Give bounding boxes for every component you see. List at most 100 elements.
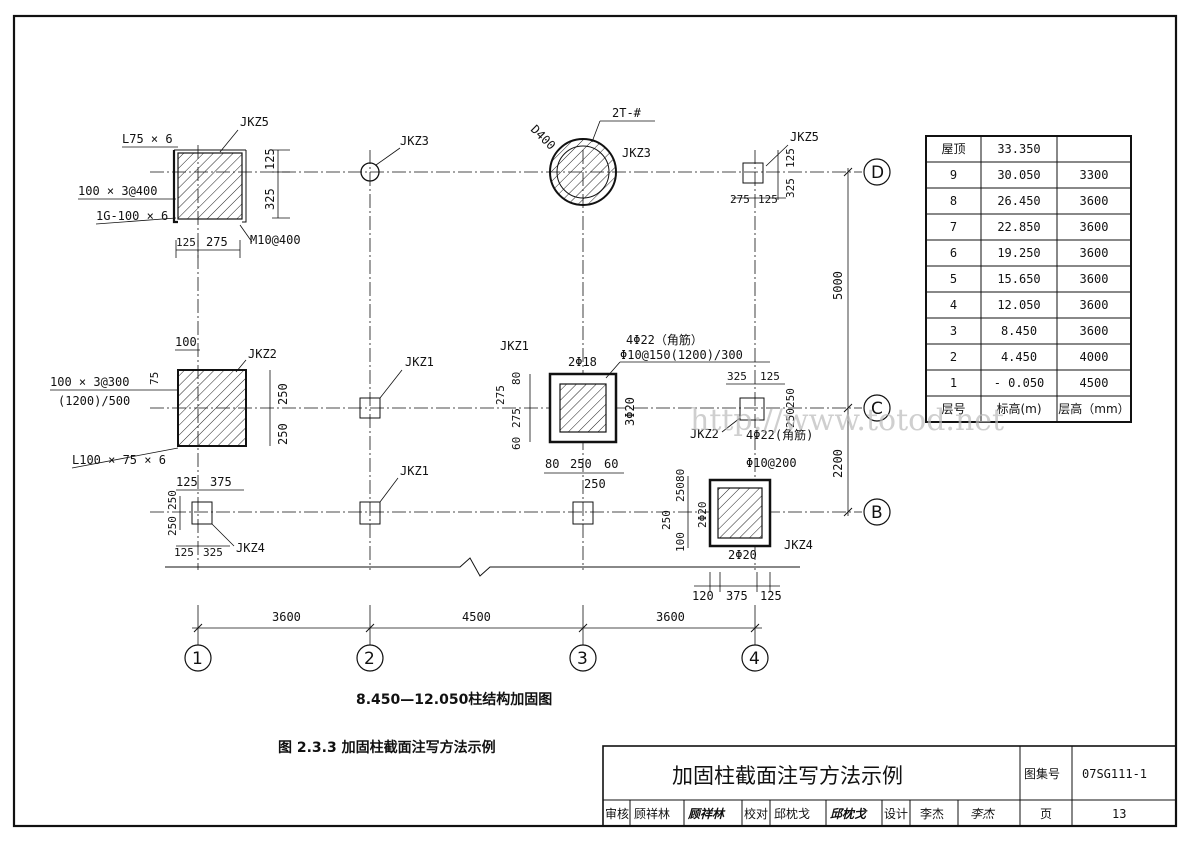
jkz5-left-gplate: 1G-100 × 6 <box>96 209 168 223</box>
jkz4-detail-name: JKZ4 <box>784 538 813 552</box>
jkz5-left-plate: 100 × 3@400 <box>78 184 157 198</box>
jkz1-side-bars: 3Φ20 <box>623 397 637 426</box>
jkz4-dim-v4: 100 <box>674 532 687 552</box>
jkz3-detail-section: D400 2T-# JKZ3 <box>528 106 655 206</box>
jkz2-right-dim-h1: 325 <box>727 370 747 383</box>
jkz2-left-dim-h1: 125 <box>176 475 198 489</box>
row-axis-labels: 5000 2200 D C B <box>831 158 891 526</box>
level-table-cell: 4000 <box>1080 350 1109 364</box>
jkz4-dim-h2: 375 <box>726 589 748 603</box>
axis-label-2: 2 <box>364 649 375 669</box>
jkz4-left-dim-h2: 325 <box>203 546 223 559</box>
plan-title: 8.450—12.050柱结构加固图 <box>356 691 552 708</box>
jkz1-detail-name: JKZ1 <box>500 339 529 353</box>
atlas-label: 图集号 <box>1024 766 1060 781</box>
level-table-cell: 3600 <box>1080 272 1109 286</box>
jkz2-left-dim-v3: 250 <box>276 423 290 445</box>
axis-grid <box>150 145 862 577</box>
level-table-cell: 3 <box>950 324 957 338</box>
designer-signature: 李杰 <box>970 807 996 821</box>
jkz5-left-dim-v2: 325 <box>263 188 277 210</box>
level-table-header-cell: 标高(m) <box>996 401 1041 416</box>
jkz4-left-dim-v1: 250 <box>166 490 179 510</box>
check-label: 校对 <box>744 806 768 821</box>
jkz5-left-dim-h2: 275 <box>206 235 228 249</box>
jkz1-detail-section: JKZ1 4Φ22（角筋） Φ10@150(1200)/300 2Φ18 3Φ2… <box>494 332 770 491</box>
jkz5-right-section: JKZ5 275 125 325 125 <box>730 130 819 206</box>
axis-bubble-2 <box>356 644 384 672</box>
axis-bubble-C <box>863 394 891 422</box>
reviewer-name: 顾祥林 <box>634 807 670 821</box>
level-table-cell: 屋顶 <box>941 142 965 156</box>
jkz4-dim-v3: 250 <box>660 510 673 530</box>
level-table-cell: 12.050 <box>997 298 1040 312</box>
jkz5-left-dim-v1: 125 <box>263 148 277 170</box>
jkz4-stirrup: Φ10@200 <box>746 456 797 470</box>
checker-name: 邱枕戈 <box>774 806 810 821</box>
axis-label-3: 3 <box>577 649 588 669</box>
jkz5-left-dim-h1: 125 <box>176 236 196 249</box>
level-table-cell: 15.650 <box>997 272 1040 286</box>
col-span-3: 3600 <box>656 610 685 624</box>
jkz4-left-name: JKZ4 <box>236 541 265 555</box>
axis-bubble-4 <box>741 644 769 672</box>
level-table-header-cell: 层号 <box>941 402 965 416</box>
level-table-cell: 4.450 <box>1001 350 1037 364</box>
jkz4-left-dim-v2: 250 <box>166 516 179 536</box>
level-table-cell: 8.450 <box>1001 324 1037 338</box>
jkz4-bottom-bars: 2Φ20 <box>728 548 757 562</box>
axis-label-1: 1 <box>192 649 203 669</box>
grid-column-3b <box>572 501 594 525</box>
level-table-cell: 3600 <box>1080 220 1109 234</box>
jkz4-dim-v2: 250 <box>674 482 687 502</box>
jkz4-dim-h3: 125 <box>760 589 782 603</box>
jkz2-right-name: JKZ2 <box>690 427 719 441</box>
axis-label-B: B <box>871 503 883 523</box>
jkz5-right-dim-v1: 325 <box>784 178 797 198</box>
jkz1-dim-h3: 60 <box>604 457 618 471</box>
sheet-border <box>12 14 1178 828</box>
level-table-cell: 6 <box>950 246 957 260</box>
level-table-cell: 3600 <box>1080 298 1109 312</box>
jkz1-dim-bottom: 250 <box>584 477 606 491</box>
row-span-1: 5000 <box>831 271 845 300</box>
jkz1-grid-column-a: JKZ1 <box>359 355 434 419</box>
jkz2-left-dim-v2: 250 <box>276 383 290 405</box>
jkz4-dim-h1: 120 <box>692 589 714 603</box>
level-table-cell: 8 <box>950 194 957 208</box>
jkz2-left-section: 100 JKZ2 100 × 3@300 (1200)/500 75 L100 … <box>50 335 290 491</box>
jkz1-stirrup: Φ10@150(1200)/300 <box>620 348 743 362</box>
jkz1-dim-v2: 275 <box>494 385 507 405</box>
jkz2-right-dim-v2: 250 <box>784 408 797 428</box>
designer-name: 李杰 <box>920 806 944 821</box>
jkz5-left-angle: L75 × 6 <box>122 132 173 146</box>
level-table-cell: 3600 <box>1080 246 1109 260</box>
level-table-cell: 19.250 <box>997 246 1040 260</box>
col-span-1: 3600 <box>272 610 301 624</box>
jkz2-left-dim-h2: 375 <box>210 475 232 489</box>
drawing-title: 加固柱截面注写方法示例 <box>672 764 903 788</box>
page-number: 13 <box>1112 807 1126 821</box>
jkz1-dim-h2: 250 <box>570 457 592 471</box>
jkz2-left-plate: 100 × 3@300 <box>50 375 129 389</box>
jkz4-left-dim-h1: 125 <box>174 546 194 559</box>
axis-bubble-B <box>863 498 891 526</box>
jkz5-right-name: JKZ5 <box>790 130 819 144</box>
jkz4-side-bars: 2Φ20 <box>696 502 709 529</box>
jkz4-dim-v1: 80 <box>674 469 687 482</box>
jkz1-dim-v1: 80 <box>510 372 523 385</box>
jkz2-left-plate2: (1200)/500 <box>58 394 130 408</box>
level-table-cell: 4500 <box>1080 376 1109 390</box>
jkz1-dim-v3: 275 <box>510 408 523 428</box>
level-table-frame <box>925 135 1132 423</box>
jkz3-detail-name: JKZ3 <box>622 146 651 160</box>
jkz2-right-section: 325 125 250 250 JKZ2 <box>690 370 797 441</box>
jkz5-right-dim-h2: 125 <box>758 193 778 206</box>
jkz2-left-name: JKZ2 <box>248 347 277 361</box>
axis-label-C: C <box>871 399 883 419</box>
level-table-cell: 4 <box>950 298 957 312</box>
jkz2-left-dim-v1: 75 <box>148 372 161 385</box>
jkz1-grid-b-name: JKZ1 <box>400 464 429 478</box>
title-block: 加固柱截面注写方法示例 图集号 07SG111-1 审核 顾祥林 顾祥林 校对 … <box>602 745 1177 827</box>
